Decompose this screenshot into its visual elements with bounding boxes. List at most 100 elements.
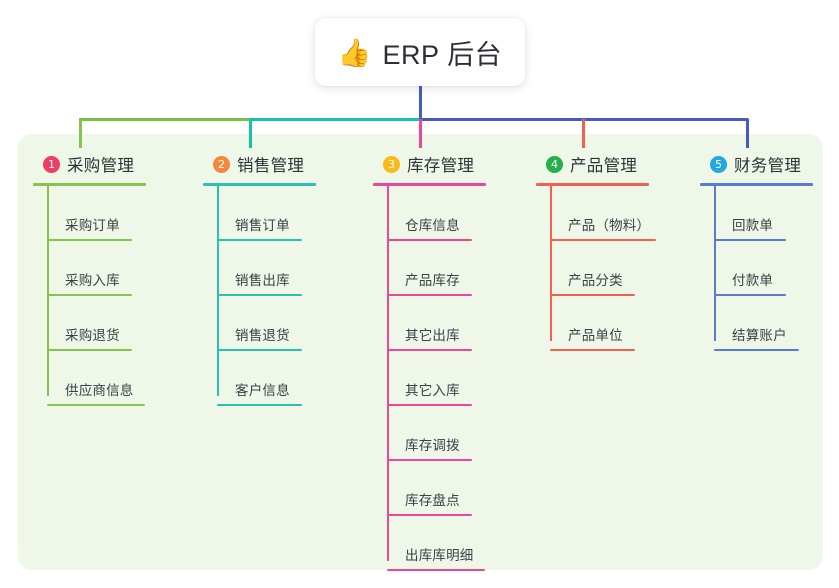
branch-spine-1 (47, 186, 49, 396)
leaf-label: 采购退货 (65, 328, 120, 344)
leaf-underline (47, 294, 132, 296)
list-item[interactable]: 回款单 (714, 186, 839, 241)
list-item[interactable]: 仓库信息 (387, 186, 523, 241)
leaf-underline (47, 404, 145, 406)
leaf-label: 其它入库 (405, 383, 460, 399)
leaf-underline (714, 349, 799, 351)
list-item[interactable]: 产品分类 (550, 241, 696, 296)
leaf-label: 其它出库 (405, 328, 460, 344)
leaf-underline (387, 569, 485, 571)
list-item[interactable]: 产品库存 (387, 241, 523, 296)
branch-title-2: 销售管理 (237, 157, 305, 175)
branch-items-3: 仓库信息 产品库存 其它出库 其它入库 库存调拨 库存盘点 (387, 186, 523, 571)
branch-badge-5: 5 (710, 155, 727, 173)
leaf-label: 产品单位 (568, 328, 623, 344)
list-item[interactable]: 销售订单 (217, 186, 353, 241)
list-item[interactable]: 付款单 (714, 241, 839, 296)
leaf-label: 产品分类 (568, 273, 623, 289)
list-item[interactable]: 库存调拨 (387, 406, 523, 461)
branch-title-3: 库存管理 (407, 157, 475, 175)
leaf-underline (714, 294, 786, 296)
branch-badge-3: 3 (383, 155, 400, 173)
thumbs-up-icon: 👍 (337, 37, 372, 68)
leaf-underline (217, 239, 302, 241)
list-item[interactable]: 产品（物料） (550, 186, 696, 241)
list-item[interactable]: 客户信息 (217, 351, 353, 406)
list-item[interactable]: 其它出库 (387, 296, 523, 351)
leaf-underline (714, 239, 786, 241)
branch-spine-3 (387, 186, 389, 561)
branch-badge-2: 2 (213, 155, 230, 173)
branch-underline-4 (536, 183, 649, 186)
leaf-label: 付款单 (732, 273, 774, 289)
branch-header-4[interactable]: 4 产品管理 (536, 146, 696, 182)
list-item[interactable]: 采购入库 (47, 241, 183, 296)
leaf-label: 回款单 (732, 218, 774, 234)
branch-column-5: 5 财务管理 回款单 付款单 结算账户 (700, 146, 839, 351)
leaf-underline (550, 349, 635, 351)
branch-column-2: 2 销售管理 销售订单 销售出库 销售退货 客户信息 (203, 146, 353, 406)
leaf-label: 销售退货 (235, 328, 290, 344)
root-node-content: 👍 ERP 后台 (338, 33, 502, 72)
branch-title-1: 采购管理 (67, 157, 135, 175)
branch-title-4: 产品管理 (570, 157, 638, 175)
leaf-underline (387, 239, 472, 241)
branch-column-3: 3 库存管理 仓库信息 产品库存 其它出库 其它入库 库存调拨 (373, 146, 523, 571)
leaf-label: 客户信息 (235, 383, 290, 399)
leaf-underline (387, 404, 472, 406)
leaf-label: 销售订单 (235, 218, 290, 234)
branch-header-2[interactable]: 2 销售管理 (203, 146, 353, 182)
leaf-underline (550, 294, 635, 296)
list-item[interactable]: 销售退货 (217, 296, 353, 351)
branch-underline-2 (203, 183, 316, 186)
leaf-underline (217, 294, 302, 296)
leaf-underline (47, 239, 132, 241)
list-item[interactable]: 销售出库 (217, 241, 353, 296)
leaf-underline (387, 294, 472, 296)
leaf-underline (387, 459, 472, 461)
root-node-title: ERP 后台 (382, 39, 503, 70)
leaf-underline (47, 349, 132, 351)
leaf-label: 产品（物料） (568, 218, 651, 234)
branch-column-4: 4 产品管理 产品（物料） 产品分类 产品单位 (536, 146, 696, 351)
branch-underline-5 (700, 183, 813, 186)
leaf-underline (387, 349, 472, 351)
leaf-label: 结算账户 (732, 328, 787, 344)
root-node[interactable]: 👍 ERP 后台 (315, 18, 525, 86)
list-item[interactable]: 采购订单 (47, 186, 183, 241)
branch-header-3[interactable]: 3 库存管理 (373, 146, 523, 182)
list-item[interactable]: 其它入库 (387, 351, 523, 406)
branch-underline-1 (33, 183, 146, 186)
leaf-label: 供应商信息 (65, 383, 134, 399)
list-item[interactable]: 采购退货 (47, 296, 183, 351)
leaf-label: 产品库存 (405, 273, 460, 289)
branch-column-1: 1 采购管理 采购订单 采购入库 采购退货 供应商信息 (33, 146, 183, 406)
branch-header-1[interactable]: 1 采购管理 (33, 146, 183, 182)
branch-spine-5 (714, 186, 716, 341)
leaf-label: 仓库信息 (405, 218, 460, 234)
branch-badge-4: 4 (546, 155, 563, 173)
branch-underline-3 (373, 183, 486, 186)
branch-spine-4 (550, 186, 552, 341)
leaf-underline (217, 404, 302, 406)
leaf-label: 出库库明细 (405, 548, 474, 564)
branch-items-2: 销售订单 销售出库 销售退货 客户信息 (217, 186, 353, 406)
list-item[interactable]: 供应商信息 (47, 351, 183, 406)
branch-spine-2 (217, 186, 219, 396)
branch-items-1: 采购订单 采购入库 采购退货 供应商信息 (47, 186, 183, 406)
list-item[interactable]: 库存盘点 (387, 461, 523, 516)
branch-items-4: 产品（物料） 产品分类 产品单位 (550, 186, 696, 351)
list-item[interactable]: 出库库明细 (387, 516, 523, 571)
leaf-underline (387, 514, 472, 516)
branch-items-5: 回款单 付款单 结算账户 (714, 186, 839, 351)
leaf-label: 销售出库 (235, 273, 290, 289)
list-item[interactable]: 产品单位 (550, 296, 696, 351)
diagram-panel (18, 134, 823, 570)
leaf-label: 采购订单 (65, 218, 120, 234)
list-item[interactable]: 结算账户 (714, 296, 839, 351)
branch-header-5[interactable]: 5 财务管理 (700, 146, 839, 182)
leaf-label: 库存调拨 (405, 438, 460, 454)
leaf-underline (217, 349, 302, 351)
branch-badge-1: 1 (43, 155, 60, 173)
